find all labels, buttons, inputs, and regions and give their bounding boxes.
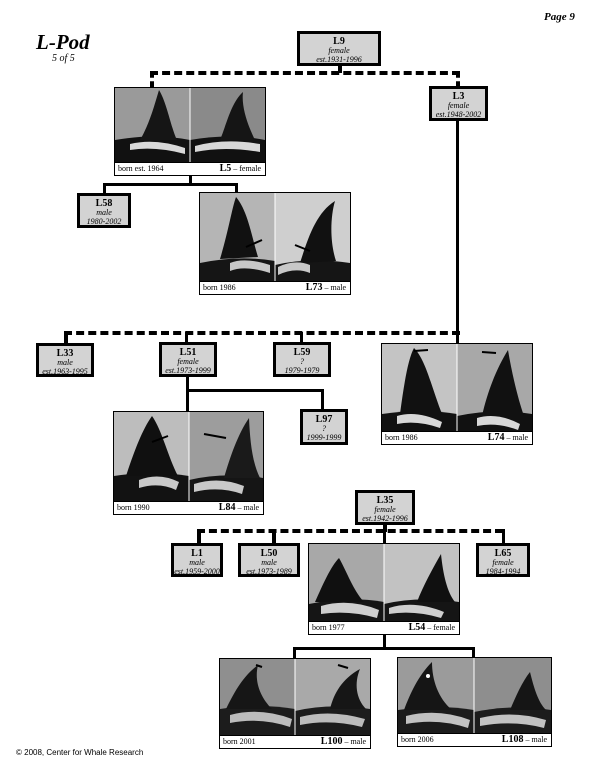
photo-panel-L84: born 1990 L84 – male: [113, 411, 264, 515]
whale-label: L5 – female: [220, 163, 261, 174]
box-sex: female: [447, 101, 470, 110]
photo-caption: born 2001 L100 – male: [220, 735, 370, 748]
whale-label: L84 – male: [219, 502, 259, 513]
box-id: L1: [191, 548, 203, 559]
box-L51: L51 female est.1973-1999: [159, 342, 217, 377]
box-sex: female: [177, 357, 199, 366]
box-id: L65: [494, 548, 512, 559]
whale-id: L108: [501, 734, 524, 745]
box-L50: L50 male est.1973-1989: [238, 543, 300, 577]
photo-panel-L108: born 2006 L108 – male: [397, 657, 552, 747]
box-sex: male: [189, 558, 205, 567]
photo-panel-L73: born 1986 L73 – male: [199, 192, 351, 295]
box-sex: female: [492, 558, 514, 567]
dorsal-fin-photo: [114, 412, 263, 503]
box-sex: ?: [322, 424, 326, 433]
box-sex: female: [328, 46, 350, 55]
birth-year: born 1986: [203, 283, 236, 292]
box-years: est.1973-1989: [246, 566, 292, 576]
photo-caption: born 1990 L84 – male: [114, 501, 263, 514]
box-years: 1999-1999: [306, 432, 342, 442]
box-L33: L33 male est.1963-1995: [36, 343, 94, 377]
box-years: 1979-1979: [284, 365, 320, 375]
whale-label: L73 – male: [306, 282, 346, 293]
box-id: L97: [315, 414, 333, 425]
whale-sex: – male: [324, 283, 346, 292]
whale-sex: – female: [427, 623, 455, 632]
birth-year: born 1990: [117, 503, 150, 512]
dorsal-fin-photo: [398, 658, 551, 735]
whale-id: L84: [218, 502, 236, 513]
whale-label: L100 – male: [321, 736, 366, 747]
dorsal-fin-photo: [115, 88, 265, 164]
birth-year: born 1977: [312, 623, 345, 632]
whale-id: L74: [487, 432, 505, 443]
whale-id: L5: [219, 163, 232, 174]
whale-label: L108 – male: [502, 734, 547, 745]
whale-sex: – male: [237, 503, 259, 512]
page-title: L-Pod: [36, 30, 90, 54]
box-id: L58: [95, 198, 113, 209]
whale-sex: – male: [525, 735, 547, 744]
box-years: est.1963-1995: [42, 366, 88, 376]
birth-year: born 2006: [401, 735, 434, 744]
box-years: est.1973-1999: [165, 365, 211, 375]
dorsal-fin-photo: [382, 344, 532, 433]
box-sex: ?: [300, 357, 304, 366]
box-sex: male: [261, 558, 277, 567]
dorsal-fin-photo: [309, 544, 459, 623]
box-sex: male: [57, 358, 73, 367]
box-years: est.1948-2002: [435, 109, 482, 119]
box-years: est.1931-1996: [316, 54, 362, 64]
page-subtitle: 5 of 5: [52, 53, 75, 64]
box-id: L33: [56, 348, 74, 359]
whale-label: L74 – male: [488, 432, 528, 443]
photo-caption: born 1977 L54 – female: [309, 621, 459, 634]
page-number: Page 9: [544, 11, 575, 23]
box-id: L51: [179, 347, 197, 358]
whale-id: L100: [320, 736, 343, 747]
photo-panel-L54: born 1977 L54 – female: [308, 543, 460, 635]
whale-id: L54: [408, 622, 426, 633]
whale-sex: – female: [233, 164, 261, 173]
box-L35: L35 female est.1942-1996: [355, 490, 415, 525]
photo-panel-L74: born 1986 L74 – male: [381, 343, 533, 445]
birth-year: born 2001: [223, 737, 256, 746]
photo-caption: born est. 1964 L5 – female: [115, 162, 265, 175]
box-L65: L65 female 1984-1994: [476, 543, 530, 577]
whale-label: L54 – female: [409, 622, 455, 633]
box-years: 1980-2002: [86, 216, 122, 226]
box-years: est.1959-2000: [174, 566, 220, 576]
box-id: L9: [333, 36, 345, 47]
box-sex: female: [374, 505, 396, 514]
copyright-notice: © 2008, Center for Whale Research: [16, 748, 144, 757]
box-L1: L1 male est.1959-2000: [171, 543, 223, 577]
box-L59: L59 ? 1979-1979: [273, 342, 331, 377]
box-L3: L3 female est.1948-2002: [429, 86, 488, 121]
whale-id: L73: [305, 282, 323, 293]
box-id: L50: [260, 548, 278, 559]
box-L97: L97 ? 1999-1999: [300, 409, 348, 445]
dorsal-fin-photo: [220, 659, 370, 737]
birth-year: born 1986: [385, 433, 418, 442]
dorsal-fin-photo: [200, 193, 350, 283]
photo-caption: born 2006 L108 – male: [398, 733, 551, 746]
box-id: L3: [452, 91, 465, 102]
box-id: L59: [293, 347, 311, 358]
box-sex: male: [96, 208, 112, 217]
photo-caption: born 1986 L74 – male: [382, 431, 532, 444]
box-id: L35: [376, 495, 394, 506]
box-years: est.1942-1996: [362, 513, 408, 523]
photo-caption: born 1986 L73 – male: [200, 281, 350, 294]
box-L9: L9 female est.1931-1996: [297, 31, 381, 66]
whale-sex: – male: [344, 737, 366, 746]
photo-panel-L5: born est. 1964 L5 – female: [114, 87, 266, 176]
birth-year: born est. 1964: [118, 164, 164, 173]
whale-sex: – male: [506, 433, 528, 442]
box-L58: L58 male 1980-2002: [77, 193, 131, 228]
box-years: 1984-1994: [485, 566, 521, 576]
photo-panel-L100: born 2001 L100 – male: [219, 658, 371, 749]
